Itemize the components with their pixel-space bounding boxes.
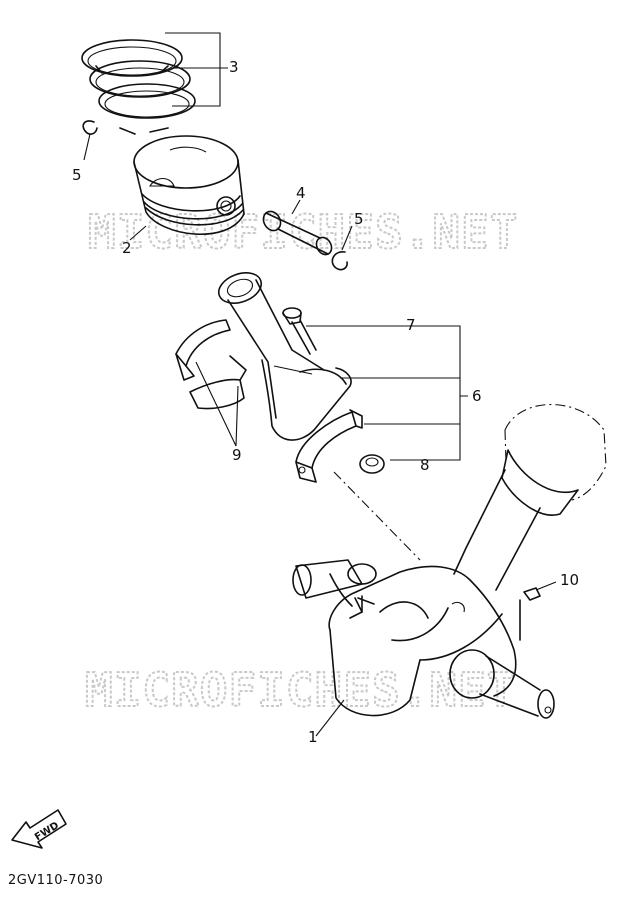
callout-10: 10 — [560, 571, 579, 589]
piston-pin — [262, 210, 333, 256]
watermark-top: MICROFICHES.NET — [88, 205, 518, 259]
rod-nut — [359, 454, 385, 474]
callout-6: 6 — [472, 387, 482, 405]
reference-code: 2GV110-7030 — [8, 873, 103, 888]
callout-7: 7 — [406, 316, 416, 334]
callout-8: 8 — [420, 456, 430, 474]
watermark-bottom: MICROFICHES.NET — [85, 663, 515, 717]
callout-9: 9 — [232, 446, 242, 464]
circlip-left — [82, 120, 98, 135]
circlip-right — [331, 251, 348, 271]
callout-3: 3 — [229, 58, 239, 76]
crank-bearings — [175, 319, 247, 410]
callout-5-left: 5 — [72, 166, 82, 184]
callout-5-right: 5 — [354, 210, 364, 228]
piston — [133, 135, 245, 235]
callout-4: 4 — [296, 184, 306, 202]
piston-rings — [81, 39, 196, 135]
woodruff-key — [523, 587, 541, 601]
crankshaft — [292, 449, 579, 719]
callout-1: 1 — [308, 728, 318, 746]
cylinder-outline — [333, 403, 607, 561]
fwd-arrow: FWD — [11, 809, 67, 849]
leader-lines — [83, 32, 557, 737]
rod-bolt — [282, 307, 317, 355]
rod-cap — [295, 409, 363, 483]
callout-2: 2 — [122, 239, 132, 257]
connecting-rod — [217, 272, 352, 441]
